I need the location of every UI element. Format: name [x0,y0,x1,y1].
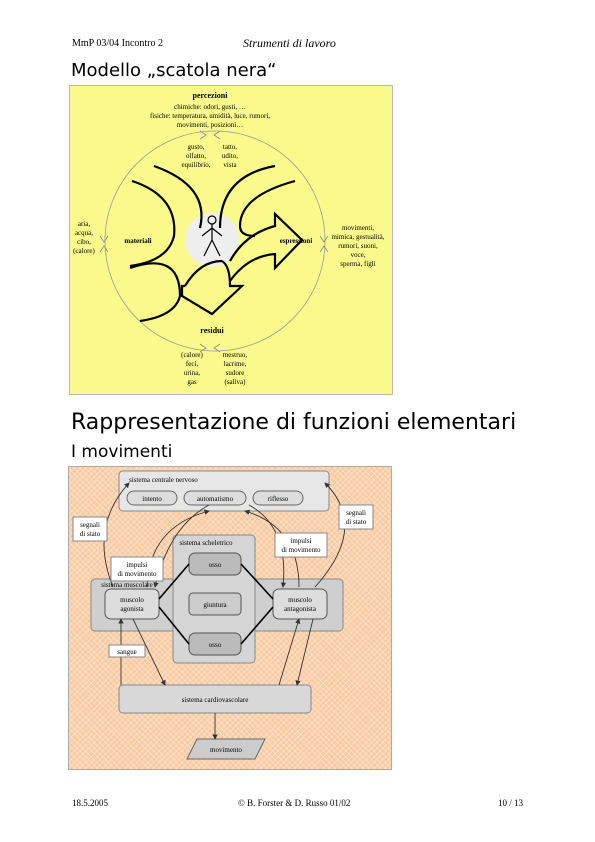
residui-left-1: (calore) [181,351,203,359]
label-residui: residui [200,326,224,335]
footer-date: 18.5.2005 [72,798,108,808]
input-line-1: aria, [78,220,90,228]
label-automatismo: automatismo [197,495,234,503]
footer-page: 10 / 13 [498,798,524,808]
riflesso-box [252,490,304,506]
label-riflesso: riflesso [268,495,289,503]
senses-right-2: udito, [222,152,238,160]
giuntura-box [188,592,242,616]
impulsi-right-1: impulsi [290,537,311,545]
section-title-functions: Rappresentazione di funzioni elementari [71,410,517,435]
header-course: MmP 03/04 Incontro 2 [72,38,164,49]
percezioni-line-1: chimiche: odori, gusti, … [174,103,246,111]
agonista-box [104,588,160,620]
flow-arrows [129,164,304,323]
label-muscolare: sistema muscolare [101,581,153,589]
output-line-2: mimica, gestualità, [331,233,384,241]
automatismo-box [183,490,247,506]
senses-right-1: tatto, [223,143,237,151]
impulsi-left-2: di movimento [117,570,157,578]
senses-left-2: olfatto, [186,152,206,160]
segnali-right-2: di stato [346,518,367,526]
output-line-1: movimenti, [342,224,374,232]
signal-arrows [103,482,346,740]
input-line-2: acqua, [75,229,93,237]
residui-left-4: gas [187,378,197,386]
residui-left-3: urina, [184,369,200,377]
junction-markers [99,130,329,353]
residui-right-4: (saliva) [225,378,247,386]
impulsi-left-1: impulsi [126,561,147,569]
label-scheletrico: sistema scheletrico [179,539,233,547]
movement-system-diagram: sistema centrale nervoso intento automat… [68,466,392,770]
residui-right-2: lacrime, [224,360,247,368]
segnali-right-1: segnali [346,509,366,517]
residui-right-1: mestruo, [223,351,248,359]
senses-left-3: equilibrio, [182,161,211,169]
label-giuntura: giuntura [203,601,227,609]
label-osso-bottom: osso [209,641,222,649]
segnali-left-2: di stato [80,530,101,538]
output-line-3: rumori, suoni, [338,242,378,250]
muscle-bone-lines [158,563,274,645]
person-icon [201,215,223,257]
section-subtitle-movements: I movimenti [71,442,173,462]
label-snc: sistema centrale nervoso [129,476,198,484]
label-intento: intento [142,495,162,503]
label-osso-top: osso [209,561,222,569]
percezioni-line-3: movimenti, posizioni… [177,121,244,129]
label-antagonista-1: muscolo [288,596,312,604]
label-antagonista-2: antagonista [284,605,317,613]
senses-left-1: gusto, [188,143,205,151]
label-materiali: materiali [124,237,151,245]
residui-right-3: sudore [226,369,245,377]
input-line-4: (calore) [73,247,95,255]
label-agonista-2: agonista [120,605,144,613]
impulsi-right-2: di movimento [281,546,321,554]
label-espressioni: espressioni [280,237,313,245]
senses-right-3: vista [223,161,237,169]
movimento-shape [186,738,266,760]
antagonista-box [272,588,328,620]
footer-copyright: © B. Forster & D. Russo 01/02 [238,798,351,808]
label-cardio: sistema cardiovascolare [182,696,249,704]
segnali-left-1: segnali [80,521,100,529]
input-line-3: cibo, [77,238,91,246]
output-line-5: sperma, figli [340,260,375,268]
label-agonista-1: muscolo [120,596,144,604]
label-sangue: sangue [117,648,136,656]
label-movimento: movimento [210,746,242,754]
header-title: Strumenti di lavoro [243,36,336,50]
section-title-black-box: Modello „scatola nera“ [71,60,277,81]
residui-left-2: feci, [186,360,198,368]
black-box-diagram: percezioni chimiche: odori, gusti, … fis… [69,85,393,395]
output-line-4: voce, [351,251,366,259]
label-percezioni: percezioni [193,91,229,100]
percezioni-line-2: fisiche: temperatura, umidità, luce, rum… [150,112,270,120]
intento-box [126,490,178,506]
